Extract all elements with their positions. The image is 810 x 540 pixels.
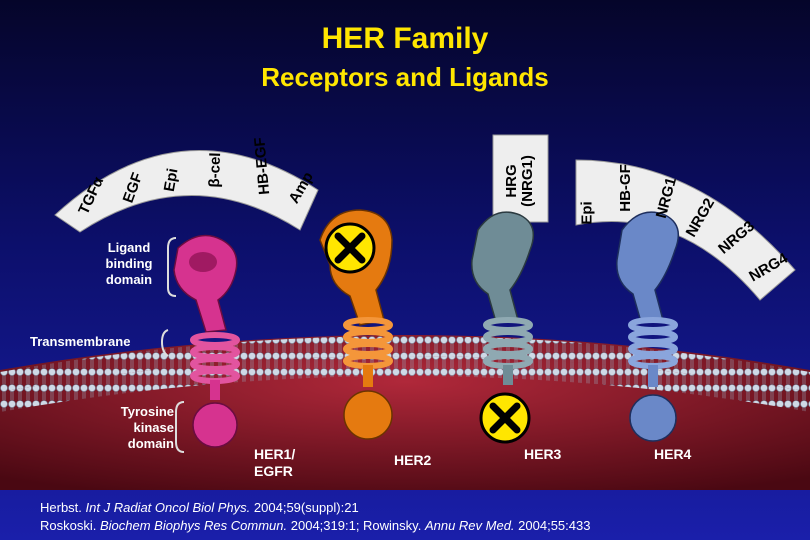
ligand-epi-her4: Epi: [578, 201, 596, 225]
reference-line-2: Roskoski. Biochem Biophys Res Commun. 20…: [40, 518, 591, 533]
her1-receptor: [173, 234, 240, 448]
ligand-betacellulin: β-cel: [205, 152, 225, 188]
transmembrane-bracket: [160, 329, 169, 357]
label-her1: HER1/ EGFR: [254, 446, 296, 479]
reference-line-1: Herbst. Int J Radiat Oncol Biol Phys. 20…: [40, 500, 359, 515]
kinase-domain-bracket: [175, 401, 185, 453]
her4-receptor: [616, 211, 680, 442]
her2-no-ligand-marker: [324, 222, 376, 274]
page-title: HER Family: [321, 22, 489, 55]
ligand-hb-gf: HB-GF: [616, 164, 634, 212]
her2-receptor: [319, 209, 393, 440]
her3-no-kinase-marker: [479, 392, 531, 444]
her3-receptor: [471, 211, 535, 385]
ligand-hrg-nrg1: HRG (NRG1): [503, 155, 536, 207]
page-subtitle: Receptors and Ligands: [261, 62, 549, 92]
label-transmembrane: Transmembrane: [30, 334, 131, 349]
label-tyrosine-kinase-domain: Tyrosine kinase domain: [120, 404, 174, 451]
label-ligand-binding-domain: Ligand binding domain: [105, 240, 153, 287]
label-her3: HER3: [524, 446, 562, 462]
egfr-ligand-fan: [54, 149, 319, 233]
label-her4: HER4: [654, 446, 692, 462]
ligand-domain-bracket: [167, 237, 177, 297]
hrg-ligand-box: [492, 134, 549, 223]
label-her2: HER2: [394, 452, 432, 468]
